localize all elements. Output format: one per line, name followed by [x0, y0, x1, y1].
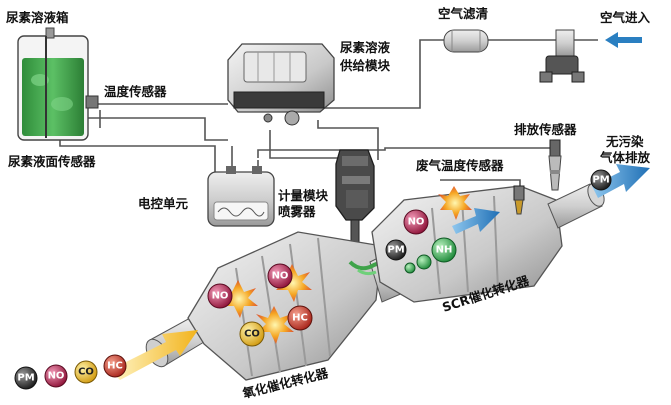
molecule-hc-1: HC — [287, 305, 313, 331]
air-valve — [539, 29, 598, 83]
label-clean-exhaust-2: 气体排放 — [599, 150, 651, 165]
label-exhaust-sensor: 排放传感器 — [514, 122, 577, 137]
label-exhaust-temp-sensor: 废气温度传感器 — [416, 158, 504, 173]
molecule-hc-inlet: HC — [103, 354, 127, 378]
ecu-unit — [207, 166, 275, 227]
svg-text:NO: NO — [212, 291, 229, 302]
svg-text:NO: NO — [272, 271, 289, 282]
molecule-no-2: NO — [267, 263, 293, 289]
reaction-burst — [220, 186, 472, 344]
label-ecu: 电控单元 — [138, 196, 189, 211]
svg-text:NO: NO — [48, 371, 65, 382]
label-urea-tank: 尿素溶液箱 — [6, 10, 69, 25]
svg-text:CO: CO — [244, 329, 260, 340]
molecule-no-scr: NO — [403, 209, 429, 235]
air-inlet-arrow — [605, 32, 642, 48]
exhaust-outlet-arrow — [592, 164, 650, 198]
svg-text:NO: NO — [408, 217, 425, 228]
svg-text:PM: PM — [592, 175, 609, 186]
molecule-pm-inlet: PM — [14, 366, 38, 390]
exhaust-temp-sensor — [513, 185, 525, 215]
oxidation-catalyst — [187, 231, 383, 381]
urea-tank — [17, 27, 99, 141]
metering-injector — [335, 149, 375, 256]
molecule-no-inlet: NO — [44, 364, 68, 388]
molecule-pm-scr: PM — [385, 239, 407, 261]
label-temp-sensor: 温度传感器 — [104, 84, 167, 99]
svg-text:PM: PM — [17, 373, 34, 384]
label-level-sensor: 尿素液面传感器 — [8, 154, 96, 169]
molecule-no-1: NO — [207, 283, 233, 309]
label-clean-exhaust-1: 无污染 — [605, 134, 644, 149]
air-filter — [443, 29, 489, 53]
catalyst-flow-arrow — [452, 208, 500, 234]
label-metering-1: 计量模块 — [278, 188, 329, 203]
svg-text:PM: PM — [387, 245, 404, 256]
label-air-filter: 空气滤清 — [438, 6, 489, 21]
svg-text:HC: HC — [107, 361, 123, 372]
exhaust-sensor — [548, 139, 562, 191]
label-metering-2: 喷雾器 — [278, 204, 316, 219]
molecule-co-inlet: CO — [74, 360, 98, 384]
molecule-nh-scr: NH — [431, 237, 457, 263]
svg-text:CO: CO — [78, 367, 94, 378]
exhaust-inlet-arrow — [110, 330, 198, 380]
molecule-co-1: CO — [239, 321, 265, 347]
svg-text:NH: NH — [436, 245, 453, 256]
label-air-in: 空气进入 — [600, 10, 651, 25]
molecule-green-small — [404, 254, 432, 274]
svg-text:HC: HC — [292, 313, 308, 324]
label-supply-module-2: 供给模块 — [339, 58, 391, 73]
supply-module — [227, 43, 335, 126]
molecule-pm-outlet: PM — [590, 169, 612, 191]
label-supply-module-1: 尿素溶液 — [340, 40, 391, 55]
